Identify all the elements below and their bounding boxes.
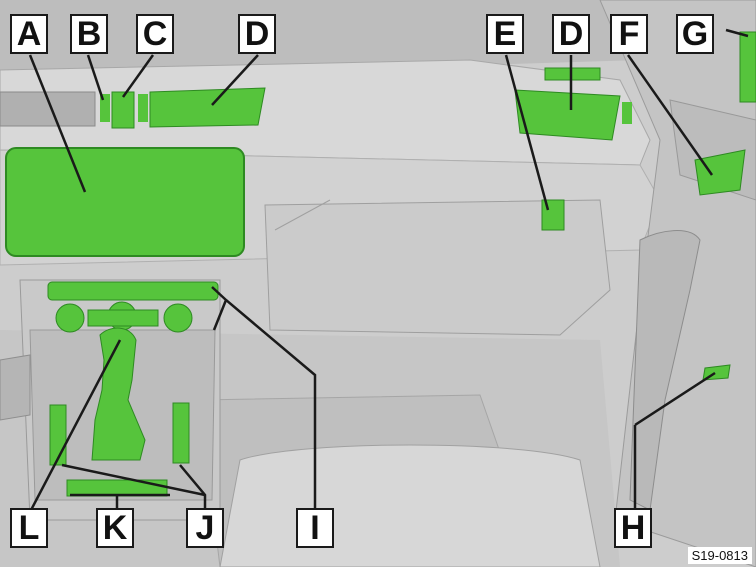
central-button-highlight (111, 91, 135, 129)
callout-e: E (486, 14, 524, 54)
centre-vent-highlight (149, 87, 266, 128)
vent-switch-highlight (622, 102, 632, 124)
leader-lines (28, 28, 749, 513)
hazard-switch-highlight (100, 94, 110, 122)
console-right-buttons-highlight (172, 402, 190, 464)
callout-b: B (70, 14, 108, 54)
callout-d-right: D (552, 14, 590, 54)
console-lower-buttons-highlight (66, 479, 168, 497)
gear-selector-highlight (91, 327, 146, 461)
callout-d-left: D (238, 14, 276, 54)
callout-l: L (10, 508, 48, 548)
climate-knob-left-highlight (55, 303, 85, 333)
climate-buttons-highlight (47, 281, 219, 301)
callout-c: C (136, 14, 174, 54)
callout-i: I (296, 508, 334, 548)
climate-panel-highlight (87, 309, 159, 327)
infotainment-display-highlight (5, 147, 245, 257)
upper-vent-highlight (544, 67, 601, 81)
callout-a: A (10, 14, 48, 54)
callout-f: F (610, 14, 648, 54)
callout-j: J (186, 508, 224, 548)
right-vent-highlight (514, 89, 621, 141)
door-handle-highlight (694, 149, 746, 196)
climate-knob-right-highlight (163, 303, 193, 333)
side-switch-highlight (138, 94, 148, 122)
figure-id: S19-0813 (687, 547, 752, 564)
mirror-control-highlight (739, 31, 756, 103)
callout-k: K (96, 508, 134, 548)
callout-h: H (614, 508, 652, 548)
callout-g: G (676, 14, 714, 54)
